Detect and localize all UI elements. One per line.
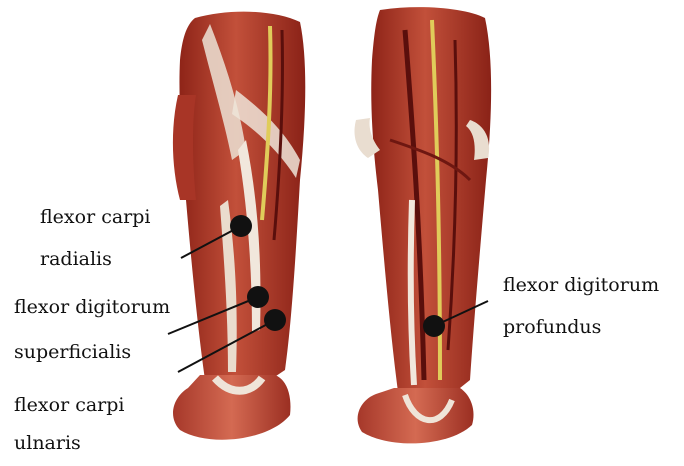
label-fds-line1: flexor digitorum <box>14 298 170 317</box>
label-fdp-line1: flexor digitorum <box>503 276 659 295</box>
right-forearm <box>355 7 492 443</box>
marker-fcr <box>230 215 252 237</box>
marker-fdp <box>423 315 445 337</box>
marker-fcu <box>264 309 286 331</box>
label-fdp-line2: profundus <box>503 318 601 337</box>
label-fcr-line1: flexor carpi <box>40 208 150 227</box>
label-fcu-line1: flexor carpi <box>14 396 124 415</box>
label-fcu-line2: ulnaris <box>14 434 81 453</box>
label-fcr-line2: radialis <box>40 250 112 269</box>
marker-fds <box>247 286 269 308</box>
label-fds-line2: superficialis <box>14 343 131 362</box>
